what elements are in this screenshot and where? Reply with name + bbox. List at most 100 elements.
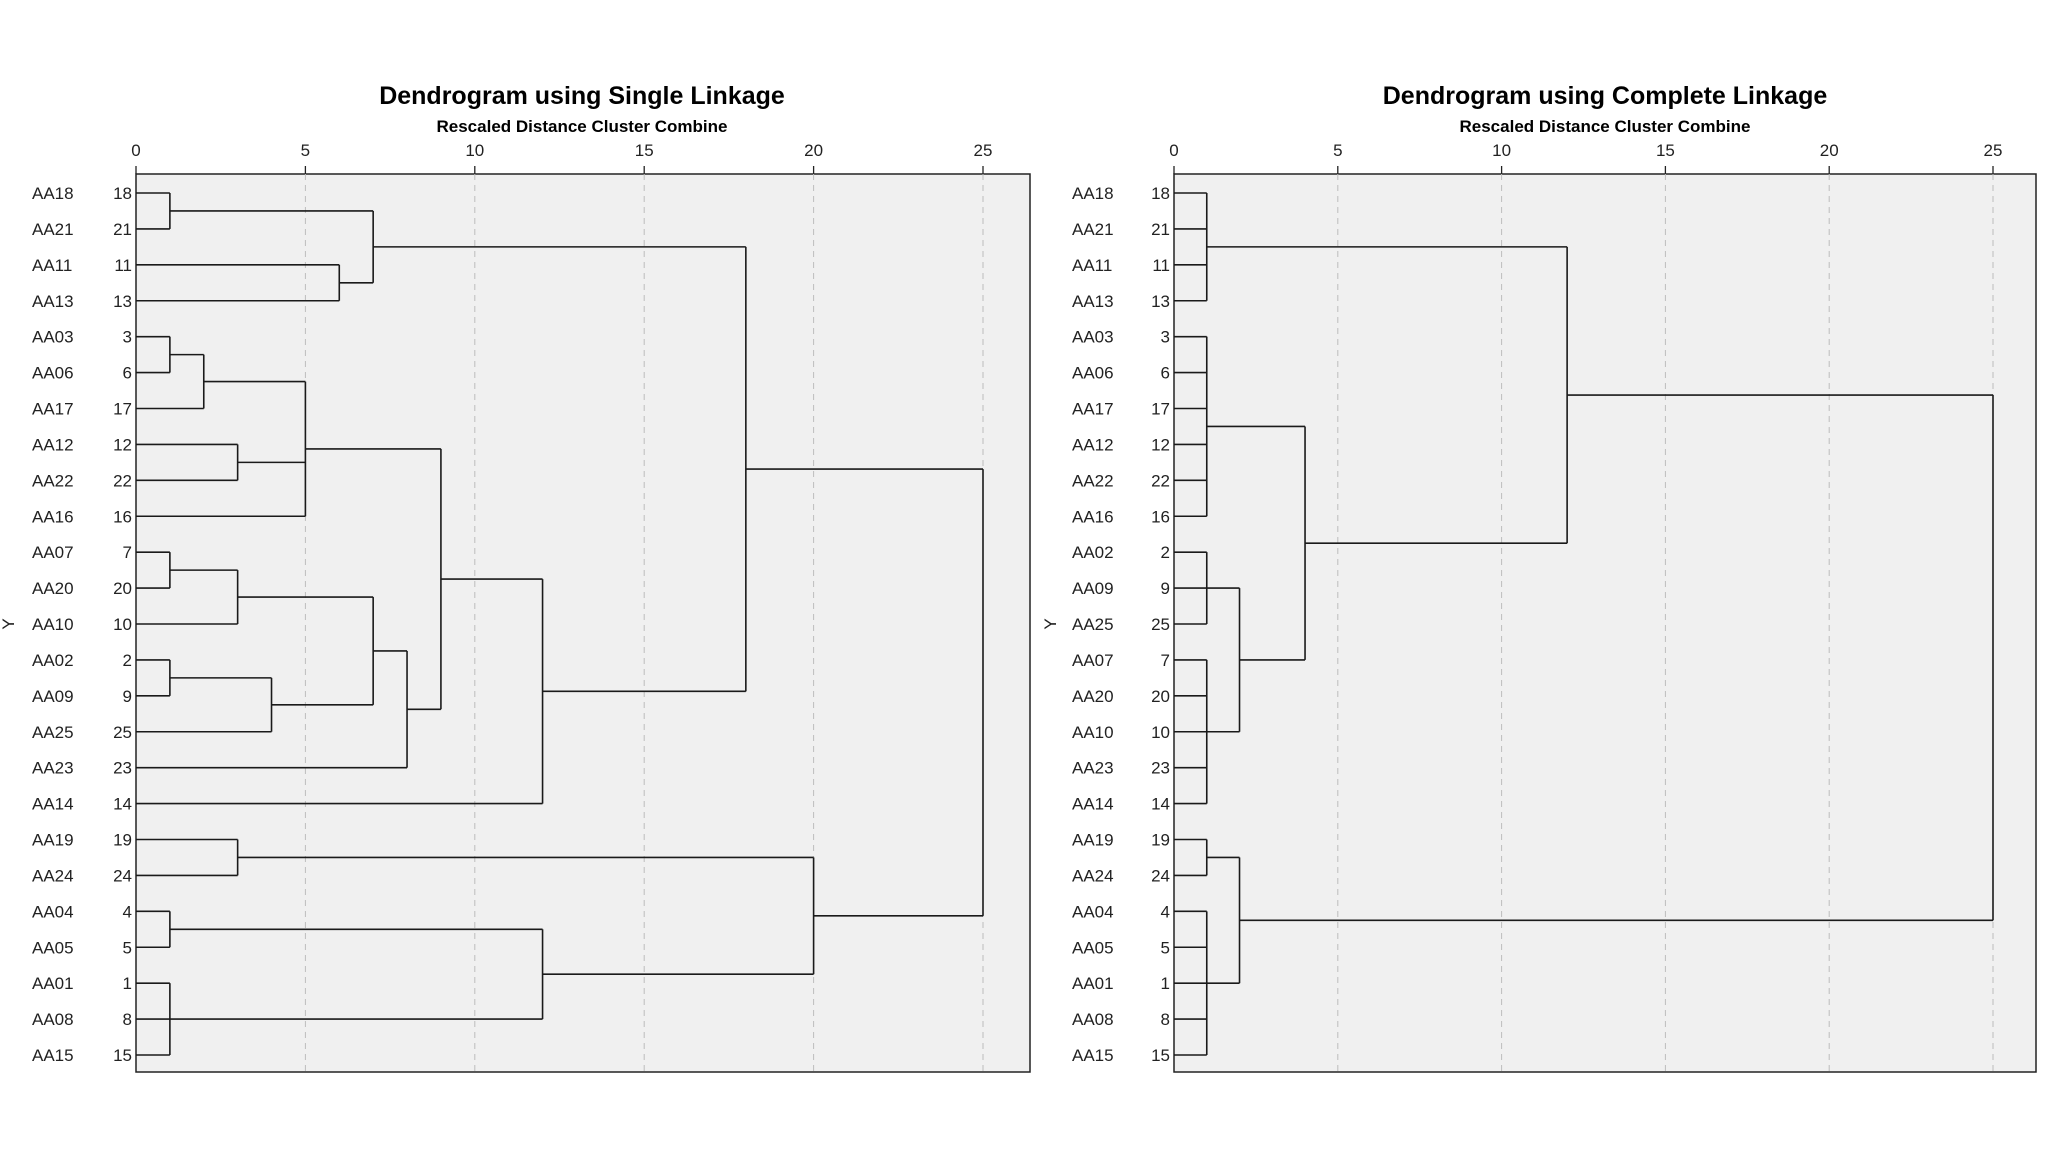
leaf-label: AA03: [1072, 328, 1114, 347]
leaf-label: AA03: [32, 328, 74, 347]
leaf-label: AA25: [1072, 615, 1114, 634]
leaf-label: AA18: [32, 184, 74, 203]
y-axis-title: Y: [1041, 618, 1060, 629]
leaf-id: 5: [1161, 938, 1170, 957]
leaf-id: 19: [113, 831, 132, 850]
leaf-id: 6: [1161, 364, 1170, 383]
leaf-id: 23: [113, 759, 132, 778]
leaf-id: 12: [1151, 435, 1170, 454]
leaf-id: 13: [113, 292, 132, 311]
leaf-id: 14: [113, 795, 132, 814]
leaf-id: 18: [113, 184, 132, 203]
x-tick-label: 25: [974, 141, 993, 160]
leaf-label: AA05: [1072, 938, 1114, 957]
leaf-id: 4: [123, 902, 132, 921]
x-tick-label: 0: [1169, 141, 1178, 160]
leaf-id: 9: [123, 687, 132, 706]
leaf-label: AA25: [32, 723, 74, 742]
leaf-label: AA13: [32, 292, 74, 311]
leaf-id: 10: [113, 615, 132, 634]
leaf-id: 19: [1151, 831, 1170, 850]
x-tick-label: 15: [635, 141, 654, 160]
leaf-label: AA07: [1072, 651, 1114, 670]
leaf-id: 21: [113, 220, 132, 239]
leaf-id: 2: [123, 651, 132, 670]
leaf-label: AA16: [32, 507, 74, 526]
leaf-label: AA10: [1072, 723, 1114, 742]
leaf-id: 24: [113, 866, 132, 885]
leaf-label: AA08: [1072, 1010, 1114, 1029]
leaf-id: 22: [113, 471, 132, 490]
leaf-id: 22: [1151, 471, 1170, 490]
leaf-id: 2: [1161, 543, 1170, 562]
x-tick-label: 20: [1820, 141, 1839, 160]
leaf-id: 15: [113, 1046, 132, 1065]
leaf-id: 9: [1161, 579, 1170, 598]
leaf-label: AA22: [32, 471, 74, 490]
x-tick-label: 25: [1984, 141, 2003, 160]
dendrogram-panel-0: 0 5 10 15 20 25 Dendrogram using Single Linkag…: [0, 82, 1031, 1073]
leaf-label: AA24: [32, 866, 74, 885]
x-tick-label: 20: [804, 141, 823, 160]
leaf-label: AA08: [32, 1010, 74, 1029]
leaf-label: AA01: [1072, 974, 1114, 993]
x-tick-label: 5: [301, 141, 310, 160]
x-axis-title: Rescaled Distance Cluster Combine: [1460, 117, 1751, 136]
leaf-label: AA21: [1072, 220, 1114, 239]
leaf-id: 17: [113, 400, 132, 419]
leaf-id: 21: [1151, 220, 1170, 239]
chart-title: Dendrogram using Complete Linkage: [1383, 82, 1828, 110]
leaf-id: 10: [1151, 723, 1170, 742]
leaf-label: AA05: [32, 938, 74, 957]
leaf-label: AA11: [1072, 256, 1112, 275]
leaf-id: 1: [1161, 974, 1170, 993]
leaf-label: AA15: [1072, 1046, 1114, 1065]
chart-title: Dendrogram using Single Linkage: [379, 82, 785, 110]
leaf-id: 16: [1151, 507, 1170, 526]
leaf-id: 11: [114, 256, 132, 275]
leaf-label: AA23: [32, 759, 74, 778]
leaf-id: 20: [1151, 687, 1170, 706]
leaf-label: AA20: [1072, 687, 1114, 706]
leaf-label: AA12: [32, 435, 74, 454]
leaf-id: 13: [1151, 292, 1170, 311]
x-tick-label: 0: [131, 141, 140, 160]
leaf-label: AA16: [1072, 507, 1114, 526]
leaf-label: AA21: [32, 220, 74, 239]
leaf-label: AA02: [1072, 543, 1114, 562]
leaf-id: 15: [1151, 1046, 1170, 1065]
x-tick-label: 5: [1333, 141, 1342, 160]
leaf-label: AA19: [1072, 831, 1114, 850]
leaf-id: 6: [123, 364, 132, 383]
leaf-label: AA04: [32, 902, 74, 921]
leaf-id: 4: [1161, 902, 1170, 921]
leaf-label: AA09: [32, 687, 74, 706]
leaf-label: AA23: [1072, 759, 1114, 778]
leaf-label: AA17: [32, 400, 74, 419]
leaf-label: AA15: [32, 1046, 74, 1065]
leaf-id: 23: [1151, 759, 1170, 778]
leaf-label: AA13: [1072, 292, 1114, 311]
leaf-label: AA09: [1072, 579, 1114, 598]
leaf-id: 3: [1161, 328, 1170, 347]
leaf-id: 24: [1151, 866, 1170, 885]
x-tick-label: 10: [465, 141, 484, 160]
leaf-id: 3: [123, 328, 132, 347]
plot-area: [1173, 173, 2037, 1073]
leaf-label: AA14: [32, 795, 74, 814]
leaf-label: AA14: [1072, 795, 1114, 814]
leaf-id: 25: [113, 723, 132, 742]
leaf-label: AA12: [1072, 435, 1114, 454]
leaf-label: AA24: [1072, 866, 1114, 885]
leaf-id: 8: [123, 1010, 132, 1029]
leaf-label: AA10: [32, 615, 74, 634]
leaf-label: AA18: [1072, 184, 1114, 203]
leaf-id: 16: [113, 507, 132, 526]
leaf-id: 25: [1151, 615, 1170, 634]
plot-area: [135, 173, 1031, 1073]
leaf-label: AA11: [32, 256, 72, 275]
leaf-label: AA19: [32, 831, 74, 850]
x-tick-label: 15: [1656, 141, 1675, 160]
